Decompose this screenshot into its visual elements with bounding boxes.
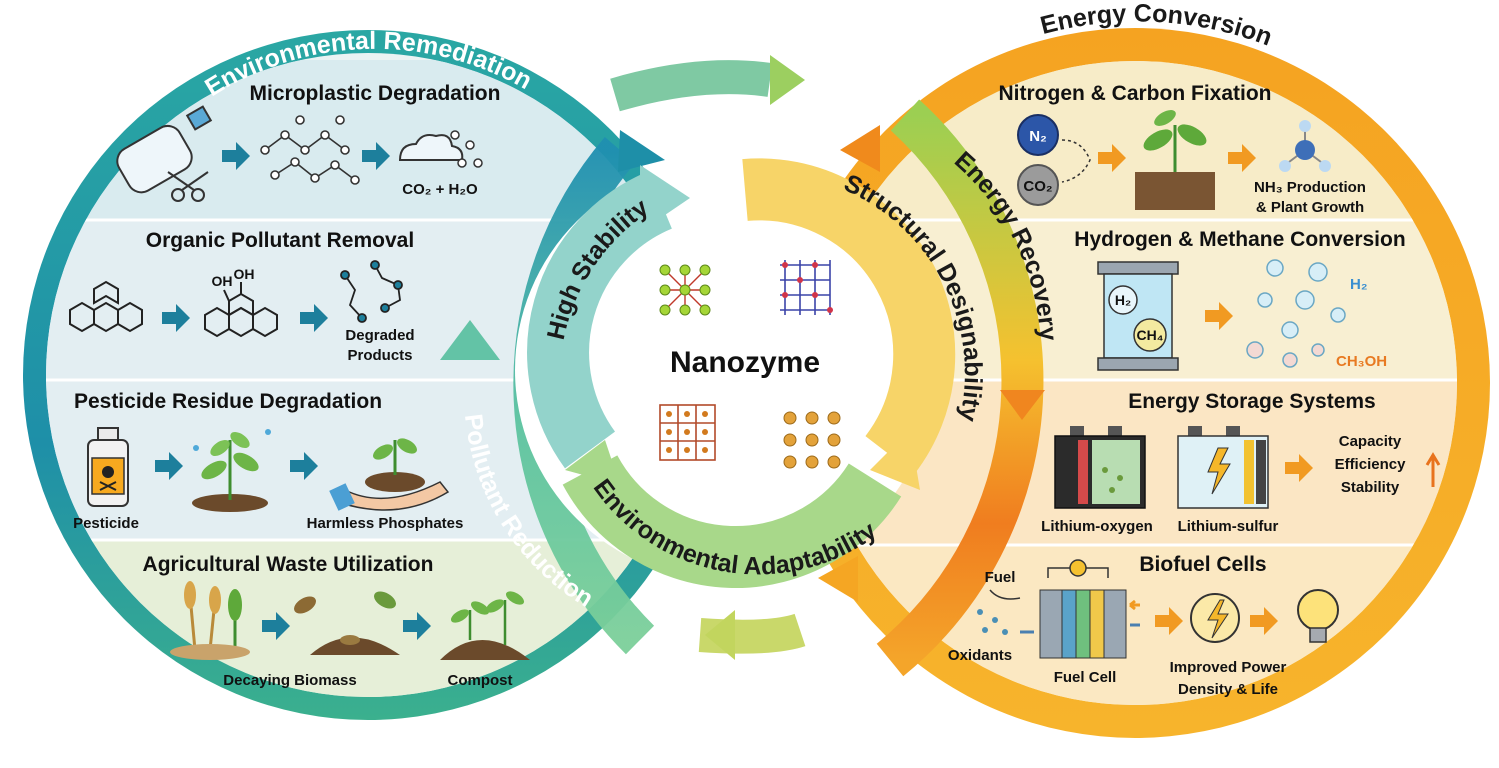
svg-text:Efficiency: Efficiency: [1335, 456, 1407, 473]
svg-text:CH₃OH: CH₃OH: [1336, 353, 1387, 370]
compost-sprout-icon: [440, 591, 530, 660]
arrow-icon: [162, 304, 190, 332]
reactor-vessel-icon: [1097, 261, 1179, 371]
panel-title: Pesticide Residue Degradation: [74, 390, 382, 413]
panel-energy-storage: Energy Storage Systems Lithium-oxygen Li…: [1041, 390, 1441, 535]
arrow-icon: [1098, 144, 1126, 172]
pesticide-bottle-icon: [87, 427, 129, 507]
co2-molecule-icon: [1017, 164, 1059, 206]
lattice-green-icon: [659, 264, 711, 316]
panel-nitrogen-carbon: Nitrogen & Carbon Fixation N₂ CO₂: [999, 82, 1366, 216]
svg-text:Capacity: Capacity: [1339, 433, 1402, 450]
recovery-arrow-head: [1000, 390, 1045, 420]
n2-molecule-icon: [1017, 114, 1059, 156]
cloud-icon: [398, 134, 464, 161]
svg-text:Fuel: Fuel: [985, 569, 1016, 586]
panel-pesticide: Pesticide Residue Degradation Pesticide: [73, 390, 463, 532]
svg-text:OH: OH: [212, 273, 233, 289]
arrow-icon: [155, 452, 183, 480]
panel-title: Organic Pollutant Removal: [146, 229, 414, 252]
svg-text:H₂: H₂: [1115, 292, 1131, 308]
svg-text:Improved Power: Improved Power: [1170, 659, 1287, 676]
lithium-oxygen-battery-icon: [1054, 426, 1146, 509]
nanozyme-title: Nanozyme: [670, 346, 820, 379]
pollutant-arrow-head: [440, 320, 500, 360]
arrow-icon: [222, 142, 250, 170]
svg-text:Lithium-sulfur: Lithium-sulfur: [1178, 518, 1279, 535]
svg-text:Oxidants: Oxidants: [948, 647, 1012, 664]
small-molecules-icon: [450, 130, 483, 168]
polymer-chain-icon: [260, 115, 360, 185]
svg-text:Compost: Compost: [448, 672, 513, 689]
panel-title: Energy Storage Systems: [1128, 390, 1375, 413]
arrow-icon: [403, 612, 431, 640]
plant-seedling-icon: [192, 429, 271, 512]
pyrene-icon: [69, 280, 143, 333]
decaying-biomass-icon: [294, 591, 400, 655]
svg-text:Harmless Phosphates: Harmless Phosphates: [307, 515, 464, 532]
svg-text:& Plant Growth: & Plant Growth: [1256, 199, 1364, 216]
lithium-sulfur-battery-icon: [1177, 426, 1269, 509]
lattice-red-icon: [659, 404, 716, 461]
svg-text:Degraded: Degraded: [345, 327, 414, 344]
arrow-icon: [300, 304, 328, 332]
svg-text:Pesticide: Pesticide: [73, 515, 139, 532]
svg-text:Density & Life: Density & Life: [1178, 681, 1278, 698]
hand-with-soil-icon: [329, 438, 450, 511]
nh3-molecule-icon: [1279, 120, 1331, 172]
svg-text:Decaying Biomass: Decaying Biomass: [223, 672, 356, 689]
plant-icon: [1135, 110, 1215, 210]
svg-text:CO₂: CO₂: [1023, 178, 1052, 195]
bubbles-icon: [1246, 259, 1346, 368]
panel-organic-pollutant: Organic Pollutant Removal OH OH: [69, 229, 415, 364]
arrow-icon: [1228, 144, 1256, 172]
increase-arrow-icon: [1425, 452, 1441, 487]
arrow-icon: [1250, 607, 1278, 635]
arrow-icon: [290, 452, 318, 480]
nanoparticles-gold-icon: [783, 411, 841, 469]
svg-text:Fuel Cell: Fuel Cell: [1054, 669, 1117, 686]
svg-text:Products: Products: [347, 347, 412, 364]
hydroxylated-pyrene-icon: [204, 282, 278, 338]
remediation-arrow-head: [618, 130, 665, 172]
panel-title: Microplastic Degradation: [250, 82, 501, 105]
svg-text:Lithium-oxygen: Lithium-oxygen: [1041, 518, 1153, 535]
svg-text:N₂: N₂: [1029, 128, 1047, 145]
svg-text:Stability: Stability: [1341, 479, 1400, 496]
lattice-purple-icon: [780, 260, 833, 315]
degraded-fragments-icon: [340, 260, 403, 323]
arrow-icon: [362, 142, 390, 170]
top-connector-arrow: [610, 60, 773, 112]
co2-h2o-label: CO₂ + H₂O: [402, 181, 478, 198]
left-circle: Environmental Remediation Pollutant Redu…: [23, 27, 713, 720]
arrow-icon: [1285, 454, 1313, 482]
lightbulb-icon: [1297, 589, 1339, 643]
panel-title: Biofuel Cells: [1139, 553, 1266, 576]
svg-text:OH: OH: [234, 266, 255, 282]
scissors-icon: [167, 171, 209, 202]
panel-agricultural-waste: Agricultural Waste Utilization Decaying …: [143, 553, 530, 689]
arrow-icon: [1155, 607, 1183, 635]
oxidants-dots-icon: [977, 609, 1008, 635]
svg-text:CH₄: CH₄: [1137, 327, 1164, 343]
panel-title: Agricultural Waste Utilization: [143, 553, 434, 576]
arrow-icon: [262, 612, 290, 640]
svg-text:H₂: H₂: [1350, 276, 1368, 293]
panel-biofuel: Biofuel Cells Fuel Oxidants Fuel Cell: [948, 553, 1339, 698]
arrow-icon: [1205, 302, 1233, 330]
wheat-plant-icon: [170, 581, 250, 660]
biofuel-arrow-head: [818, 556, 858, 602]
panel-hydrogen-methane: Hydrogen & Methane Conversion H₂ CH₄ H₂ …: [1074, 228, 1406, 371]
panel-microplastic: Microplastic Degradation: [116, 82, 501, 202]
panel-title: Nitrogen & Carbon Fixation: [999, 82, 1272, 105]
panel-title: Hydrogen & Methane Conversion: [1074, 228, 1405, 251]
svg-text:NH₃ Production: NH₃ Production: [1254, 179, 1366, 196]
fuel-cell-icon: [1020, 559, 1140, 659]
energy-arrow-head: [840, 125, 880, 172]
